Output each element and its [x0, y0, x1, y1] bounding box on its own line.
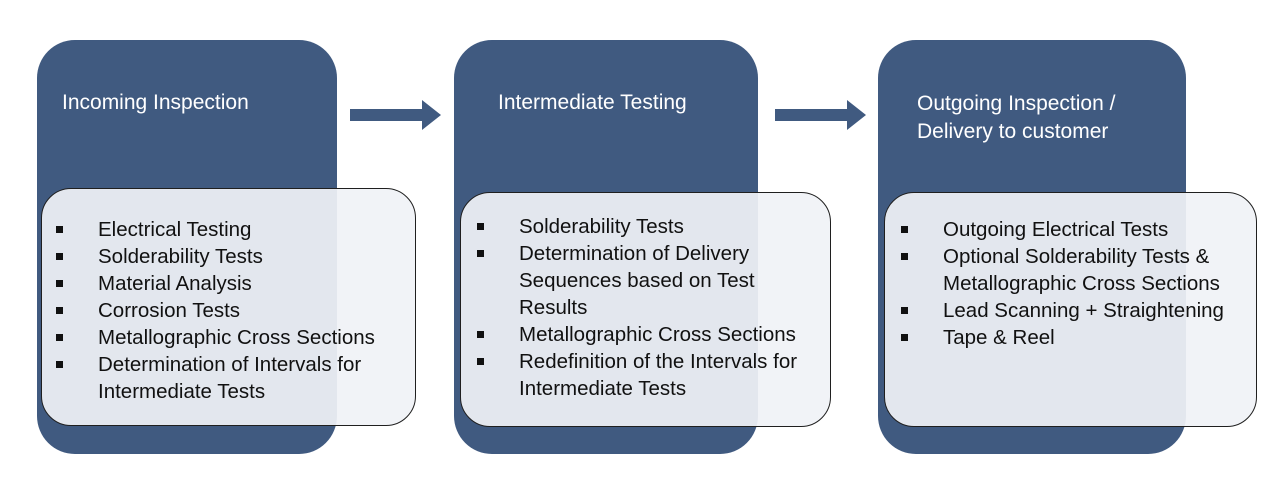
list-item: Corrosion Tests: [56, 297, 415, 324]
right-arrow-icon: [350, 100, 441, 130]
square-bullet-icon: [901, 307, 908, 314]
square-bullet-icon: [901, 253, 908, 260]
square-bullet-icon: [901, 334, 908, 341]
checklist-intermediate: Solderability Tests Determination of Del…: [477, 213, 830, 402]
list-item: Metallographic Cross Sections: [477, 321, 830, 348]
list-item: Redefinition of the Intervals for Interm…: [477, 348, 839, 402]
list-item: Material Analysis: [56, 270, 415, 297]
square-bullet-icon: [56, 253, 63, 260]
stage-title-intermediate: Intermediate Testing: [498, 91, 687, 114]
square-bullet-icon: [477, 331, 484, 338]
checklist-panel-intermediate: Solderability Tests Determination of Del…: [460, 192, 831, 427]
list-item: Electrical Testing: [56, 216, 415, 243]
list-item: Optional Solderability Tests & Metallogr…: [901, 243, 1273, 297]
checklist-outgoing: Outgoing Electrical Tests Optional Solde…: [901, 216, 1256, 351]
square-bullet-icon: [477, 223, 484, 230]
square-bullet-icon: [56, 307, 63, 314]
right-arrow-icon: [775, 100, 866, 130]
checklist-panel-incoming: Electrical Testing Solderability Tests M…: [41, 188, 416, 426]
square-bullet-icon: [901, 226, 908, 233]
list-item: Metallographic Cross Sections: [56, 324, 415, 351]
stage-title-outgoing: Outgoing Inspection / Delivery to custom…: [917, 92, 1116, 143]
stage-title-incoming: Incoming Inspection: [62, 91, 249, 114]
list-item: Outgoing Electrical Tests: [901, 216, 1256, 243]
square-bullet-icon: [477, 358, 484, 365]
checklist-panel-outgoing: Outgoing Electrical Tests Optional Solde…: [884, 192, 1257, 427]
square-bullet-icon: [56, 334, 63, 341]
list-item: Determination of Delivery Sequences base…: [477, 240, 789, 321]
checklist-incoming: Electrical Testing Solderability Tests M…: [56, 216, 415, 405]
list-item: Solderability Tests: [56, 243, 415, 270]
list-item: Determination of Intervals for Intermedi…: [56, 351, 398, 405]
square-bullet-icon: [477, 250, 484, 257]
square-bullet-icon: [56, 226, 63, 233]
square-bullet-icon: [56, 361, 63, 368]
list-item: Solderability Tests: [477, 213, 830, 240]
square-bullet-icon: [56, 280, 63, 287]
list-item: Lead Scanning + Straightening: [901, 297, 1256, 324]
list-item: Tape & Reel: [901, 324, 1256, 351]
